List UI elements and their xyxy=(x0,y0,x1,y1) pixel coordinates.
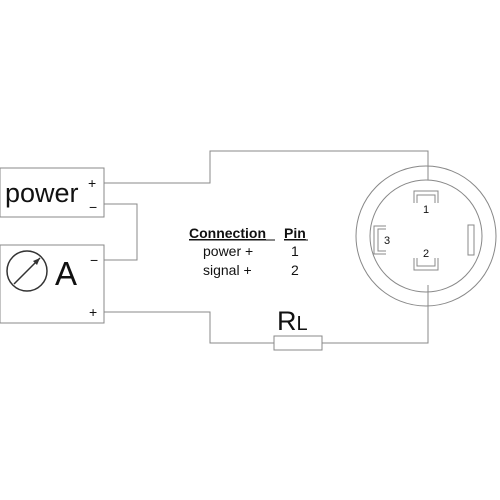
table-header-pin: Pin xyxy=(284,225,306,241)
ammeter-needle-arrow-icon xyxy=(33,258,40,265)
wire-resistor-to-pin2 xyxy=(322,285,429,344)
load-resistor: RL xyxy=(273,306,323,351)
table-row-1-connection: power + xyxy=(203,243,253,259)
ammeter-plus-sign: + xyxy=(89,304,97,320)
ammeter-label: A xyxy=(55,255,77,292)
pin1-slot xyxy=(413,190,439,203)
wires xyxy=(104,150,429,344)
power-supply-box: power + − xyxy=(0,167,105,218)
connector-outer-ring xyxy=(355,165,497,307)
wire-power-plus-to-pin1 xyxy=(104,150,429,184)
wire-ammeter-plus-to-resistor xyxy=(104,311,274,344)
pin2-slot xyxy=(413,258,439,271)
connection-table: Connection Pin power + 1 signal + 2 xyxy=(189,225,308,278)
power-plus-sign: + xyxy=(88,175,96,191)
power-label: power xyxy=(5,178,79,208)
wire-power-minus-to-ammeter-minus xyxy=(104,203,138,261)
connector xyxy=(355,165,497,307)
table-row-2-connection: signal + xyxy=(203,262,252,278)
table-header-connection: Connection xyxy=(189,225,266,241)
resistor-body xyxy=(273,335,323,351)
connector-key-slot xyxy=(467,224,475,256)
ammeter-minus-sign: − xyxy=(90,252,98,268)
pin3-number: 3 xyxy=(384,235,390,247)
table-row-2-pin: 2 xyxy=(291,262,299,278)
power-minus-sign: − xyxy=(89,199,97,215)
pin1-number: 1 xyxy=(423,204,429,216)
table-row-1-pin: 1 xyxy=(291,243,299,259)
pin3-slot xyxy=(373,225,386,255)
ammeter-box: A − + xyxy=(0,244,105,324)
connector-inner-ring xyxy=(369,179,483,293)
pin2-number: 2 xyxy=(423,248,429,260)
resistor-label: RL xyxy=(277,306,308,336)
